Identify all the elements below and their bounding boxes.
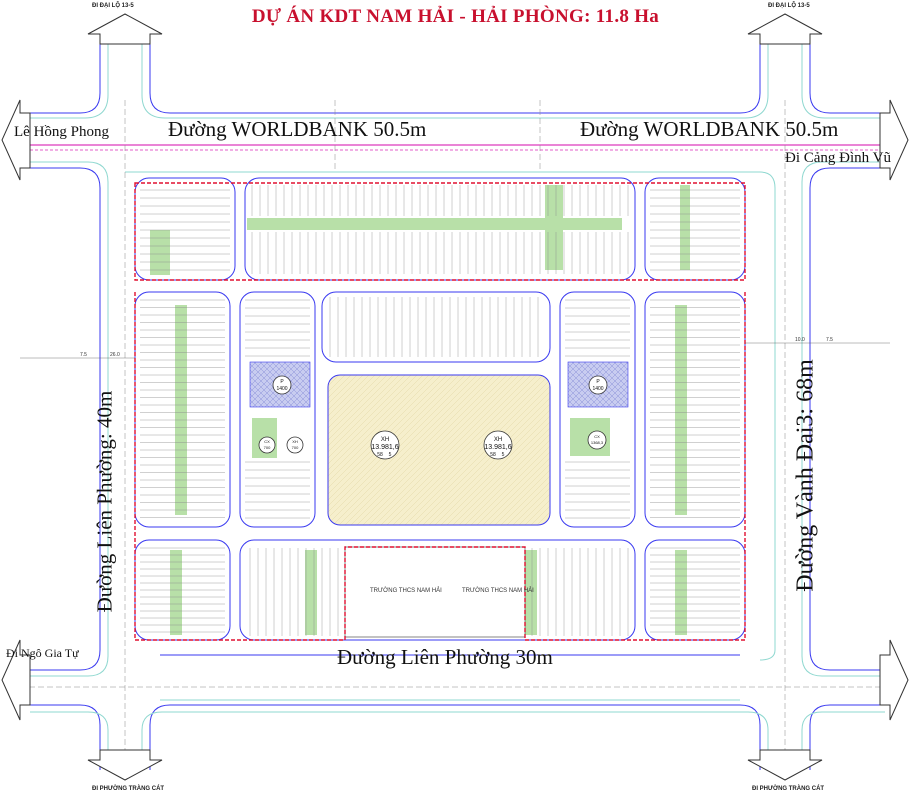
school-label-right: TRƯỜNG THCS NAM HẢI — [462, 588, 534, 594]
road-worldbank-right: Đường WORLDBANK 50.5m — [580, 117, 839, 141]
dim-w75-right: 7.5 — [826, 337, 833, 343]
arrow-right-top-icon — [879, 99, 909, 181]
zone-markers — [258, 375, 608, 460]
dimension-labels: 7.5 26.0 10.0 7.5 — [20, 337, 890, 359]
p-right-area: 1400 — [592, 386, 603, 392]
road-worldbank-left: Đường WORLDBANK 50.5m — [168, 117, 427, 141]
road-cang-dinh-vu: Đi Cảng Đình Vũ — [785, 150, 891, 166]
dim-w26-left: 26.0 — [110, 352, 120, 358]
cx-left2-area: 700 — [292, 445, 299, 450]
block-top-right — [644, 177, 746, 281]
road-le-hong-phong: Lê Hồng Phong — [14, 124, 109, 140]
dim-w10-right: 10.0 — [795, 337, 805, 343]
xh-right-a: 58 — [490, 452, 496, 458]
road-ngo-gia-tu: Đi Ngô Gia Tự — [6, 646, 79, 660]
cx-right-code: CX — [594, 434, 600, 439]
xh-right-area: 13.981,6 — [484, 444, 511, 451]
xh-right-b: 5 — [502, 452, 505, 458]
dim-w75-left: 7.5 — [80, 352, 87, 358]
zone-texts: XH 13.981,6 58 5 XH 13.981,6 58 5 P 1400… — [264, 379, 604, 458]
p-left-code: P — [280, 379, 284, 385]
xh-left-code: XH — [381, 437, 389, 443]
school-area — [344, 546, 526, 638]
cx-left-code: CX — [264, 439, 270, 444]
cx-right-area: 1368,3 — [591, 440, 604, 445]
plaza-area — [327, 374, 551, 526]
p-right-code: P — [596, 379, 600, 385]
arrow-up-left-icon — [87, 13, 163, 45]
block-mid-top-center — [321, 291, 551, 363]
block-mid-inner-left — [239, 291, 316, 528]
arrow-right-bottom-icon — [879, 639, 909, 721]
arrow-left-bottom-icon — [1, 639, 31, 721]
arrow-left-top-icon — [1, 99, 31, 181]
arrow-up-right-icon — [747, 13, 823, 45]
road-vanh-dai: Đường Vành Đai3: 68m — [792, 359, 819, 592]
cx-left2-code: XH — [292, 439, 298, 444]
dir-top-left: ĐI ĐẠI LỘ 13-5 — [92, 3, 134, 9]
arrow-down-right-icon — [747, 749, 823, 781]
project-boundary — [134, 182, 746, 641]
direction-arrows — [1, 13, 909, 781]
dir-bottom-left: ĐI PHƯỜNG TRÀNG CÁT — [92, 786, 165, 792]
green-strips — [150, 185, 690, 635]
road-network — [20, 30, 890, 770]
xh-left-a: 58 — [377, 452, 383, 458]
cx-left-area: 700 — [264, 445, 271, 450]
xh-left-area: 13.981,6 — [371, 444, 398, 451]
xh-right-code: XH — [494, 437, 502, 443]
block-mid-inner-right — [559, 291, 636, 528]
school-label-left: TRƯỜNG THCS NAM HẢI — [370, 588, 442, 594]
road-lien-phuong-30: Đường Liên Phường 30m — [337, 645, 553, 669]
dir-bottom-right: ĐI PHƯỜNG TRÀNG CÁT — [752, 786, 825, 792]
dir-top-right: ĐI ĐẠI LỘ 13-5 — [768, 3, 810, 9]
lot-grid — [140, 185, 740, 636]
road-lien-phuong-40: Đường Liên Phường: 40m — [92, 390, 117, 613]
page-title: DỰ ÁN KDT NAM HẢI - HẢI PHÒNG: 11.8 Ha — [251, 6, 660, 27]
arrow-down-left-icon — [87, 749, 163, 781]
block-mid-right — [644, 291, 746, 528]
p-left-area: 1400 — [276, 386, 287, 392]
xh-left-b: 5 — [389, 452, 392, 458]
